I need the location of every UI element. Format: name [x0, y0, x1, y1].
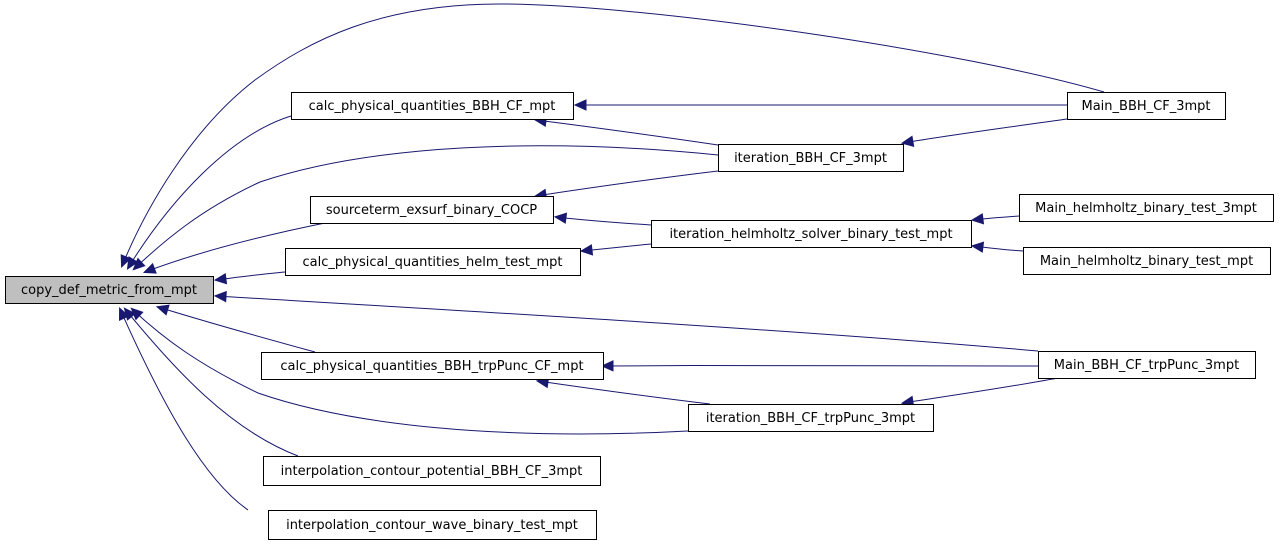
edge-line: [902, 118, 1068, 144]
edge-line: [157, 306, 316, 353]
edge-main_trp-to-iter_trp: [900, 377, 1059, 408]
node-box: [285, 248, 581, 276]
node-box: [263, 456, 601, 486]
node-box: [310, 196, 554, 224]
edge-line: [124, 308, 299, 457]
edge-arrowhead: [142, 262, 157, 274]
node-interp-pot[interactable]: interpolation_contour_potential_BBH_CF_3…: [263, 456, 601, 486]
node-label: interpolation_contour_potential_BBH_CF_3…: [281, 464, 583, 479]
edge-main_helm3-to-iter_helm: [970, 213, 1020, 225]
edge-arrowhead: [579, 244, 594, 256]
node-label: Main_BBH_CF_3mpt: [1082, 99, 1211, 114]
edge-calc_helm-to-copy_def: [213, 271, 286, 285]
edge-iter_bbh-to-source: [533, 170, 719, 201]
node-label: calc_physical_quantities_BBH_trpPunc_CF_…: [280, 359, 583, 374]
edge-iter_trp-to-calc_trp: [535, 376, 711, 405]
node-label: calc_physical_quantities_helm_test_mpt: [302, 255, 562, 270]
edge-arrowhead: [970, 213, 985, 225]
node-label: calc_physical_quantities_BBH_CF_mpt: [309, 99, 556, 114]
edge-calc_trp-to-copy_def: [155, 304, 316, 353]
node-calc-bbh[interactable]: calc_physical_quantities_BBH_CF_mpt: [291, 92, 574, 120]
node-label: iteration_BBH_CF_3mpt: [734, 151, 887, 166]
edge-iter_helm-to-source: [553, 212, 652, 226]
edge-main_bbh-to-calc_bbh: [573, 99, 1067, 111]
edge-arrowhead: [155, 304, 170, 316]
node-label: iteration_BBH_CF_trpPunc_3mpt: [706, 411, 915, 426]
edge-main_bbh-to-copy_def: [120, 3, 1105, 269]
node-main-bbh[interactable]: Main_BBH_CF_3mpt: [1067, 92, 1226, 120]
edge-arrowhead: [900, 135, 915, 147]
edge-iter_bbh-to-copy_def: [132, 145, 719, 271]
node-label: copy_def_metric_from_mpt: [21, 283, 197, 298]
edge-main_trp-to-copy_def: [213, 290, 1039, 352]
node-main-helm3[interactable]: Main_helmholtz_binary_test_3mpt: [1019, 194, 1274, 222]
node-box: [5, 276, 214, 304]
node-label: Main_BBH_CF_trpPunc_3mpt: [1054, 358, 1239, 373]
edge-interp_pot-to-copy_def: [123, 307, 299, 457]
node-box: [718, 144, 904, 172]
node-label: Main_helmholtz_binary_test_3mpt: [1035, 201, 1257, 216]
edge-arrowhead: [600, 360, 614, 372]
edge-source-to-copy_def: [142, 221, 331, 274]
edge-arrowhead: [126, 256, 139, 270]
edge-main_trp-to-calc_trp: [600, 360, 1039, 372]
edge-arrowhead: [213, 290, 227, 303]
node-iter-bbh[interactable]: iteration_BBH_CF_3mpt: [718, 144, 904, 172]
node-label: iteration_helmholtz_solver_binary_test_m…: [669, 227, 952, 242]
node-box: [1038, 351, 1256, 379]
edge-arrowhead: [118, 306, 130, 321]
edge-calc_bbh-to-copy_def: [126, 115, 292, 270]
node-calc-trp[interactable]: calc_physical_quantities_BBH_trpPunc_CF_…: [261, 352, 604, 380]
nodes-layer: copy_def_metric_from_mpt calc_physical_qu…: [5, 92, 1274, 540]
edge-line: [535, 170, 719, 197]
node-box: [1019, 194, 1274, 222]
edge-main_helm-to-iter_helm: [970, 241, 1024, 253]
node-box: [651, 220, 972, 248]
edge-line: [127, 115, 292, 269]
edge-line: [131, 308, 689, 435]
node-box: [1067, 92, 1226, 120]
node-box: [688, 404, 934, 432]
node-box: [261, 352, 604, 380]
edge-line: [215, 295, 1039, 352]
node-main-trp[interactable]: Main_BBH_CF_trpPunc_3mpt: [1038, 351, 1256, 379]
edge-line: [121, 3, 1105, 267]
edge-arrowhead: [132, 257, 146, 271]
edge-arrowhead: [120, 254, 132, 269]
node-box: [1023, 247, 1271, 275]
node-copy-def[interactable]: copy_def_metric_from_mpt: [5, 276, 214, 304]
edge-arrowhead: [213, 272, 228, 285]
node-main-helm[interactable]: Main_helmholtz_binary_test_mpt: [1023, 247, 1271, 275]
node-box: [268, 510, 597, 540]
node-iter-helm[interactable]: iteration_helmholtz_solver_binary_test_m…: [651, 220, 972, 248]
edge-arrowhead: [970, 241, 985, 253]
edge-line: [902, 377, 1059, 404]
edge-line: [144, 221, 331, 273]
node-label: sourceterm_exsurf_binary_COCP: [326, 203, 537, 218]
edge-interp_wave-to-copy_def: [118, 306, 249, 511]
edge-line: [133, 145, 719, 270]
edge-line: [535, 119, 719, 146]
edge-iter_helm-to-calc_helm: [579, 243, 652, 256]
node-calc-helm[interactable]: calc_physical_quantities_helm_test_mpt: [285, 248, 581, 276]
edge-main_bbh-to-iter_bbh: [900, 118, 1068, 147]
edges-layer: [118, 3, 1105, 511]
edge-iter_bbh-to-calc_bbh: [533, 115, 719, 146]
edge-line: [537, 380, 711, 405]
node-label: Main_helmholtz_binary_test_mpt: [1040, 254, 1253, 269]
node-iter-trp[interactable]: iteration_BBH_CF_trpPunc_3mpt: [688, 404, 934, 432]
node-label: interpolation_contour_wave_binary_test_m…: [286, 518, 578, 533]
node-source[interactable]: sourceterm_exsurf_binary_COCP: [310, 196, 554, 224]
node-interp-wave[interactable]: interpolation_contour_wave_binary_test_m…: [268, 510, 597, 540]
edge-line: [555, 216, 652, 226]
edge-line: [602, 364, 1039, 367]
node-box: [291, 92, 574, 120]
edge-arrowhead: [553, 212, 568, 224]
edge-line: [119, 308, 249, 511]
edge-arrowhead: [573, 99, 587, 111]
